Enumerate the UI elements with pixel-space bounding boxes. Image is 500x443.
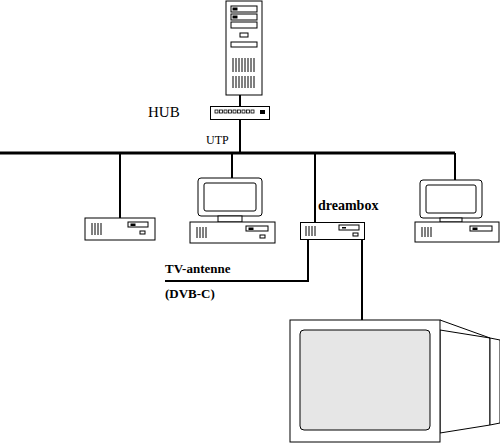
- desktop-computer: [190, 178, 275, 243]
- tv-set: [290, 320, 500, 442]
- desktop-computer: [415, 180, 499, 242]
- utp-bus: [0, 152, 455, 155]
- set-top-box-symbol: [300, 222, 365, 240]
- server-wire: [239, 95, 241, 106]
- server-tower: [226, 1, 262, 95]
- drop-wire: [231, 153, 233, 178]
- tv-cable: [361, 240, 363, 320]
- drop-wire: [119, 153, 121, 218]
- hub-symbol: [210, 106, 270, 120]
- drop-wire: [454, 153, 456, 180]
- cable-label: TV-antenne (DVB-C): [165, 256, 237, 306]
- utp-connection: [240, 120, 315, 222]
- desktop-unit: [85, 218, 155, 240]
- cable-type-label: UTP: [206, 133, 229, 148]
- device-label: dreambox: [318, 198, 378, 214]
- network-hub: HUB: [210, 106, 270, 120]
- device-label: HUB: [148, 104, 180, 121]
- dreambox-receiver: dreambox: [300, 222, 365, 240]
